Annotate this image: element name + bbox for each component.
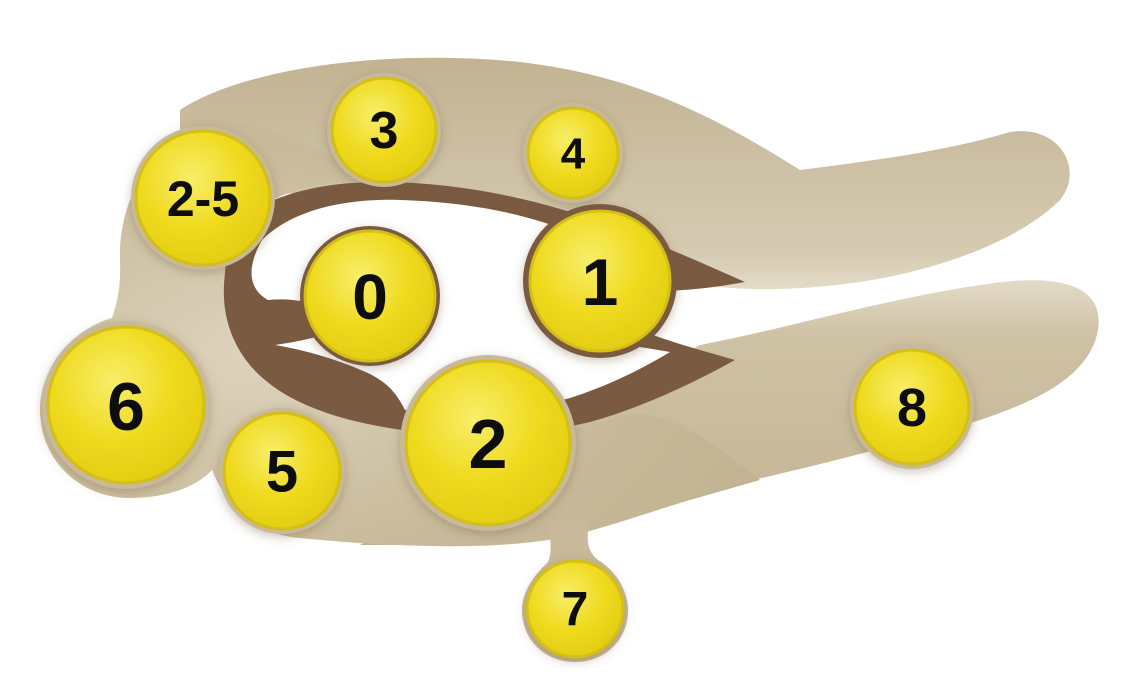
node-label: 6 [107, 369, 145, 445]
node-7: 7 [525, 559, 625, 659]
node-1: 1 [523, 204, 677, 358]
node-8: 8 [850, 345, 974, 469]
node-label: 2-5 [167, 171, 239, 227]
node-6: 6 [42, 321, 210, 489]
node-4: 4 [523, 103, 623, 203]
node-2-5: 2-5 [131, 126, 275, 270]
node-label: 5 [266, 440, 298, 505]
node-label: 1 [582, 245, 619, 319]
node-label: 8 [897, 378, 927, 438]
node-3: 3 [327, 73, 441, 187]
node-2: 2 [400, 355, 576, 531]
node-5: 5 [219, 408, 345, 534]
node-0: 0 [300, 226, 440, 366]
node-label: 0 [352, 261, 388, 333]
node-label: 3 [370, 102, 399, 160]
node-label: 4 [561, 130, 586, 179]
node-label: 7 [562, 584, 589, 637]
node-label: 2 [469, 405, 508, 483]
